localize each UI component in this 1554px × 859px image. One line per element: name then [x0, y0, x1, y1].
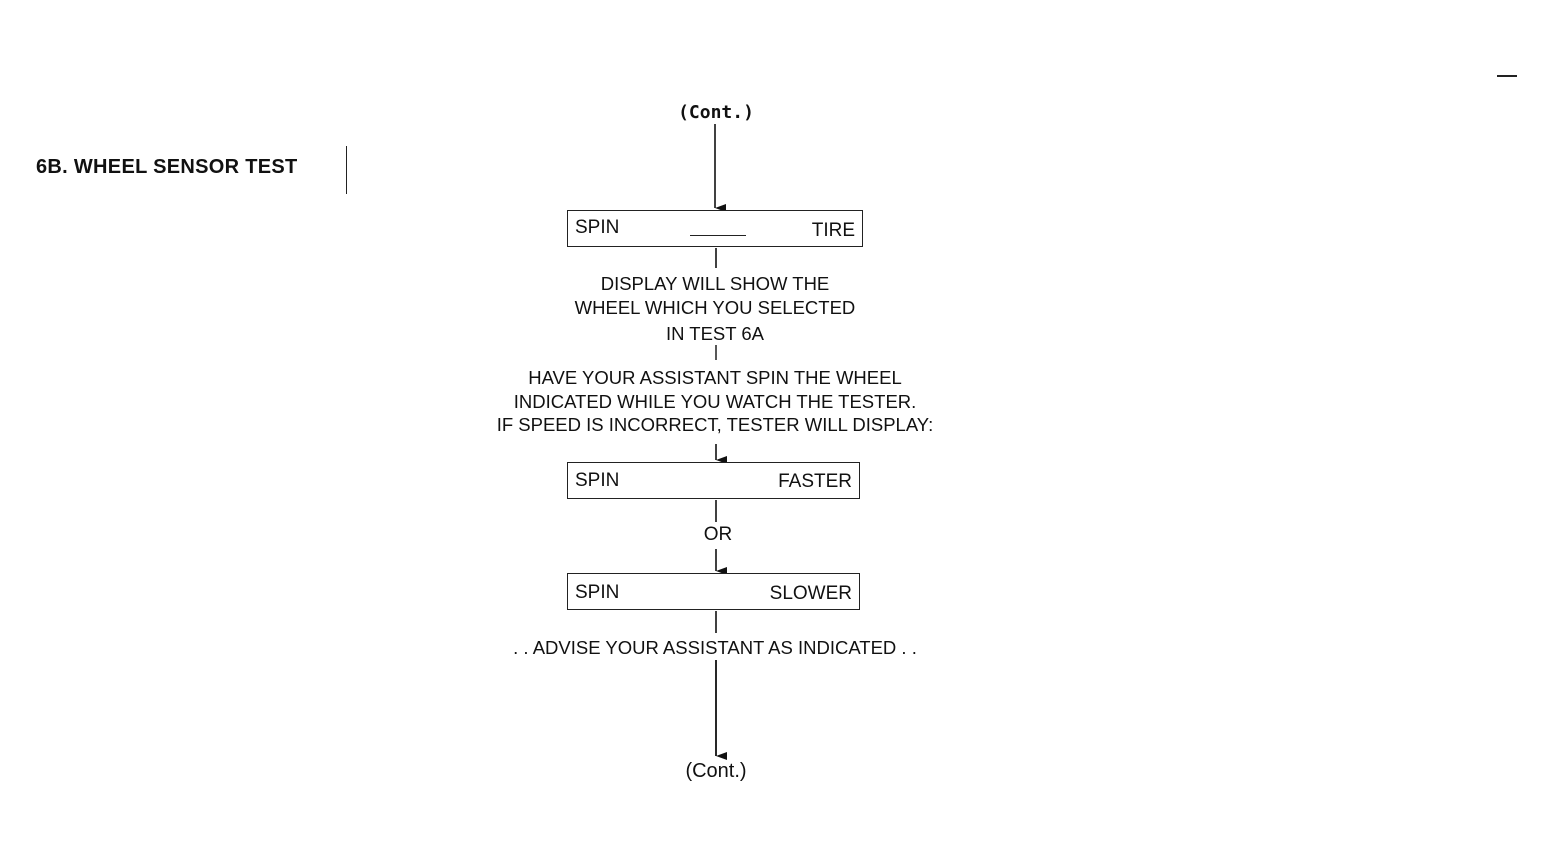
display-note: DISPLAY WILL SHOW THE WHEEL WHICH YOU SE… [515, 272, 915, 346]
continued-from-label: (Cont.) [678, 102, 754, 123]
wheel-blank-placeholder [690, 235, 746, 236]
display-left-word: SPIN [575, 470, 620, 491]
page-corner-mark [1497, 75, 1517, 77]
display-note-line: DISPLAY WILL SHOW THE [600, 273, 830, 294]
display-spin-slower: SPIN SLOWER [567, 573, 860, 610]
display-spin-tire: SPIN TIRE [567, 210, 863, 247]
display-spin-faster: SPIN FASTER [567, 462, 860, 499]
display-right-word: TIRE [811, 220, 855, 241]
display-note-line: WHEEL WHICH YOU SELECTED [574, 297, 856, 318]
or-label: OR [703, 524, 733, 545]
display-left-word: SPIN [575, 217, 620, 238]
display-note-line: IN TEST 6A [665, 323, 765, 344]
assistant-instruction-line: INDICATED WHILE YOU WATCH THE TESTER. [513, 390, 917, 412]
advise-note: . . ADVISE YOUR ASSISTANT AS INDICATED .… [513, 637, 917, 658]
assistant-instruction: HAVE YOUR ASSISTANT SPIN THE WHEEL INDIC… [465, 366, 965, 437]
assistant-instruction-line: IF SPEED IS INCORRECT, TESTER WILL DISPL… [496, 414, 934, 435]
title-divider [346, 146, 347, 194]
section-title: 6B. WHEEL SENSOR TEST [36, 156, 298, 178]
assistant-instruction-line: HAVE YOUR ASSISTANT SPIN THE WHEEL [528, 367, 902, 388]
display-right-word: FASTER [778, 471, 852, 492]
display-left-word: SPIN [575, 582, 620, 603]
continued-to-label: (Cont.) [685, 760, 747, 782]
display-right-word: SLOWER [769, 583, 852, 604]
